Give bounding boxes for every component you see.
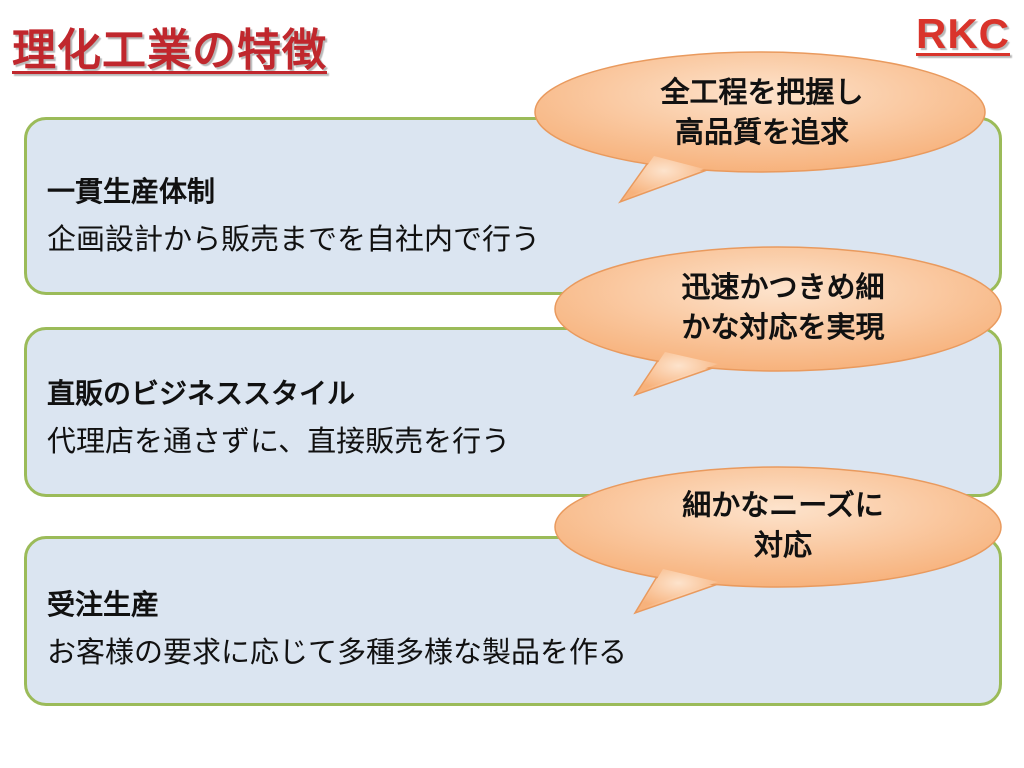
- feature-heading: 一貫生産体制: [47, 175, 216, 208]
- callout-line: 細かなニーズに: [682, 488, 884, 522]
- speech-bubble-shape: [534, 51, 986, 204]
- feature-heading: 直販のビジネススタイル: [47, 377, 356, 410]
- company-logo: RKC: [916, 10, 1010, 57]
- speech-bubble-shape: [554, 466, 1002, 615]
- callout-text: 全工程を把握し 高品質を追求: [562, 72, 962, 152]
- callout-line: 対応: [753, 528, 812, 562]
- callout-text: 迅速かつきめ細 かな対応を実現: [583, 267, 983, 347]
- speech-bubble-1: 全工程を把握し 高品質を追求: [532, 51, 986, 204]
- callout-line: かな対応を実現: [681, 310, 885, 344]
- slide-title: 理化工業の特徴: [12, 25, 327, 76]
- feature-heading: 受注生産: [47, 588, 160, 621]
- feature-description: 企画設計から販売までを自社内で行う: [47, 222, 541, 256]
- feature-description: 代理店を通さずに、直接販売を行う: [47, 424, 511, 458]
- callout-line: 迅速かつきめ細: [681, 270, 885, 304]
- speech-bubble-shape: [554, 246, 1002, 397]
- feature-description: お客様の要求に応じて多種多様な製品を作る: [47, 635, 628, 669]
- speech-bubble-2: 迅速かつきめ細 かな対応を実現: [553, 245, 1003, 397]
- callout-line: 全工程を把握し: [660, 75, 864, 109]
- callout-text: 細かなニーズに 対応: [583, 485, 983, 565]
- speech-bubble-3: 細かなニーズに 対応: [553, 465, 1003, 615]
- callout-line: 高品質を追求: [674, 115, 849, 149]
